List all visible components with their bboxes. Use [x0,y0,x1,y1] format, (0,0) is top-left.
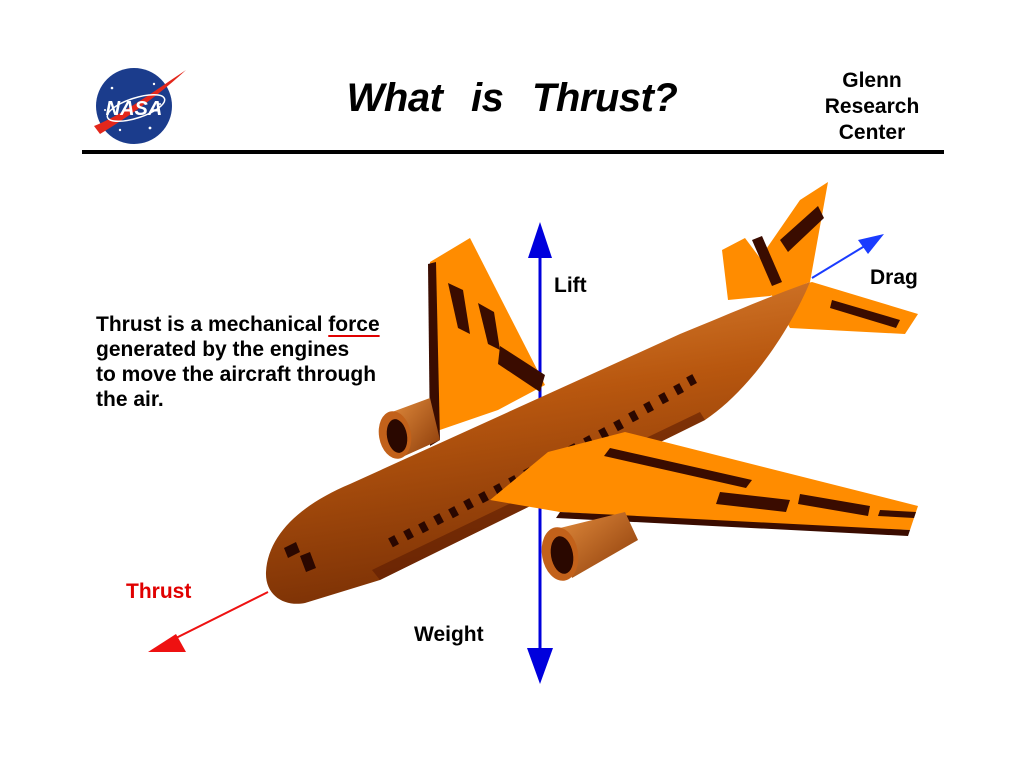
cockpit-window [284,542,300,558]
drag-arrow-line [811,243,869,279]
vertical-tail [722,182,828,300]
right-engine [541,512,638,581]
organization-name: Glenn Research Center [812,68,932,146]
lift-arrowhead [528,222,552,258]
nasa-logo-text: NASA [106,98,163,120]
description-line-2: generated by the engines [96,338,350,361]
description-line-1: Thrust is a mechanical force [96,312,416,337]
weight-arrowhead [527,648,553,684]
drag-arrowhead [858,234,884,254]
description-line-4: the air. [96,388,164,411]
weight-label: Weight [414,623,484,646]
right-wing [490,432,918,536]
nasa-logo: NASA [94,68,186,144]
thrust-description: Thrust is a mechanical force generated b… [96,312,416,412]
header-divider [82,150,944,154]
thrust-arrow-line [167,591,269,643]
lift-label: Lift [554,274,587,297]
org-line-2: Research [824,95,920,118]
horizontal-stabilizer [770,282,918,334]
org-line-1: Glenn [842,69,902,92]
org-line-3: Center [838,121,906,144]
thrust-label: Thrust [126,580,192,603]
thrust-arrowhead [148,634,186,652]
description-line-1-text: Thrust is a mechanical [96,313,329,336]
description-line-3: to move the aircraft through [96,363,377,386]
drag-label: Drag [870,266,918,289]
force-link[interactable]: force [328,313,380,336]
left-wing [428,238,545,446]
nasa-vector-swoosh [94,70,186,134]
page-title: What is Thrust? [346,76,678,120]
left-engine [378,398,440,459]
cockpit-window [300,552,316,572]
